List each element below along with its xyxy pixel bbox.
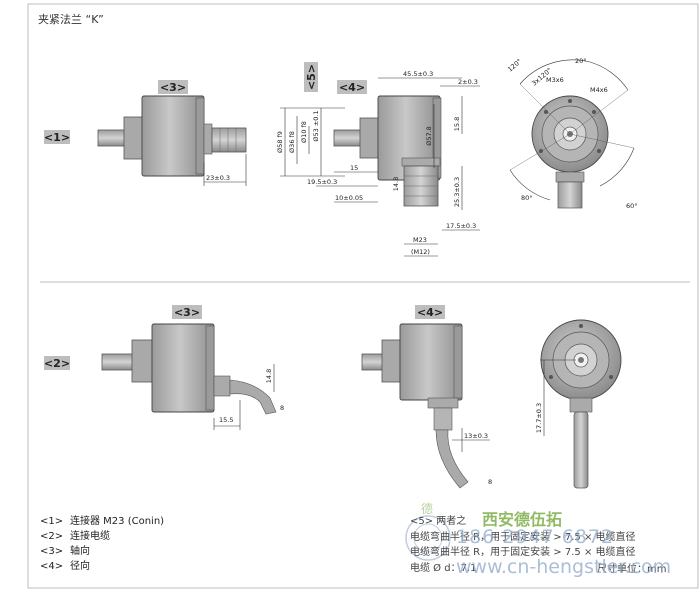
radial-cable-dims <box>452 428 490 452</box>
dim-label-m23: M23 <box>413 236 427 244</box>
tag-5-label: <5> <box>305 64 318 90</box>
frame-border <box>27 3 699 589</box>
dim-label-148: 14.8 <box>392 177 400 191</box>
note-4: 电缆 Ø d：7.1 <box>410 562 477 574</box>
dim-label-578: Ø57.8 <box>425 126 433 146</box>
dim-label-45: 45.5±0.3 <box>403 70 433 78</box>
dim-label-60: 60° <box>626 202 638 210</box>
notes: <5> 两者之 电缆弯曲半径 R，用于固定安装 > 7.5 × 电缆直径 电缆弯… <box>410 514 670 576</box>
diameter-dims <box>280 107 345 177</box>
tag-axial-top: <3> <box>158 80 188 94</box>
note-3: 电缆弯曲半径 R，用于固定安装 > 7.5 × 电缆直径 <box>410 547 636 558</box>
dim-label-15: 15 <box>350 164 358 172</box>
dim-23 <box>203 154 247 186</box>
dim-label-120: 120° <box>506 57 523 73</box>
watermark-seal: 德 <box>405 501 451 561</box>
dim-label-m12: (M12) <box>411 248 430 256</box>
tag-2: <2> <box>44 357 70 370</box>
legend-num-1: <1> <box>40 516 64 527</box>
tag-axial-bottom: <3> <box>172 305 202 319</box>
front-bottom-dims <box>540 359 576 436</box>
dim-label-53: Ø53 ±0.1 <box>312 110 320 141</box>
encoder-axial-connector <box>97 95 247 177</box>
unit-note: 尺寸单位：mm <box>597 564 667 575</box>
tag-cable-left: <2> <box>44 356 70 370</box>
watermark-url: www.cn-hengstler.com <box>456 556 672 578</box>
dim-label-2: 2±0.3 <box>458 78 478 86</box>
legend-text-4: 径向 <box>70 561 90 572</box>
dim-label-253: 25.3±0.3 <box>453 177 461 207</box>
front-view-top <box>509 59 635 209</box>
legend-num-3: <3> <box>40 546 64 557</box>
dim-label-8b: 8 <box>488 478 492 486</box>
legend-row-4: <4> 径向 <box>40 559 164 574</box>
dim-label-8a: 8 <box>280 404 284 412</box>
dim-label-13: 13±0.3 <box>464 432 488 440</box>
dim-label-177: 17.7±0.3 <box>535 403 543 433</box>
tag-connector-axial-left: <1> <box>44 130 70 144</box>
legend-num-4: <4> <box>40 561 64 572</box>
legend-row-3: <3> 轴向 <box>40 544 164 559</box>
watermark-phone: 186 2947 6872 <box>456 526 615 548</box>
legend: <1> 连接器 M23 (Conin) <2> 连接电缆 <3> 轴向 <4> 径向 <box>40 514 164 574</box>
encoder-radial-connector <box>333 95 442 207</box>
dim-label-m3: M3x6 <box>546 76 564 84</box>
note-2: 电缆弯曲半径 R，用于固定安装 > 7.5 × 电缆直径 <box>410 531 636 543</box>
encoder-axial-cable <box>101 323 277 415</box>
legend-row-2: <2> 连接电缆 <box>40 529 164 544</box>
legend-text-3: 轴向 <box>70 546 90 557</box>
legend-row-1: <1> 连接器 M23 (Conin) <box>40 514 164 529</box>
dim-label-175: 17.5±0.3 <box>446 222 476 230</box>
dim-label-10b: 10±0.05 <box>335 194 363 202</box>
seal-char: 德 <box>421 501 433 516</box>
dim-label-158: 15.8 <box>453 117 461 131</box>
dim-label-10: Ø10 f8 <box>300 121 308 143</box>
legend-text-1: 连接器 M23 (Conin) <box>70 516 165 527</box>
tag-5: <5> <box>304 62 318 92</box>
tag-3-top: <3> <box>160 81 186 94</box>
tag-4-top: <4> <box>339 81 365 94</box>
tag-radial-top: <4> <box>337 80 367 94</box>
tag-radial-bottom: <4> <box>415 305 445 319</box>
dim-label-36: Ø36 f8 <box>288 131 296 153</box>
encoder-radial-cable <box>361 323 469 489</box>
dim-label-155: 15.5 <box>219 416 233 424</box>
tag-3-bottom: <3> <box>174 306 200 319</box>
dim-label-58: Ø58 f9 <box>276 131 284 153</box>
watermark-company: 西安德伍拓 <box>482 510 563 529</box>
axial-cable-dims <box>213 364 275 430</box>
dim-label-20: 20° <box>575 57 587 65</box>
legend-text-2: 连接电缆 <box>70 531 110 542</box>
page-title: 夹紧法兰 “K” <box>38 13 104 26</box>
dim-label-195: 19.5±0.3 <box>307 178 337 186</box>
legend-num-2: <2> <box>40 531 64 542</box>
note-1: <5> 两者之 <box>410 516 467 527</box>
dim-label-80: 80° <box>521 194 533 202</box>
dim-label-148b: 14.8 <box>265 369 273 383</box>
dim-label-23: 23±0.3 <box>206 174 230 182</box>
front-view-bottom <box>540 319 622 489</box>
dim-label-m4: M4x6 <box>590 86 608 94</box>
tag-4-bottom: <4> <box>417 306 443 319</box>
tag-1: <1> <box>44 131 70 144</box>
radial-dims <box>316 77 480 257</box>
